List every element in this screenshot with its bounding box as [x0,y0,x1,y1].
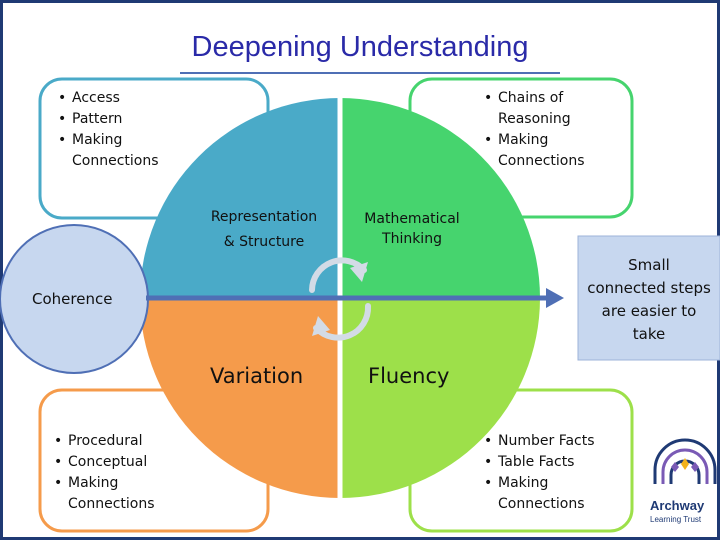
label-fluency: Fluency [368,364,450,388]
bullets-top-left: Access Pattern Making Connections [56,88,182,172]
quadrant-bottom-left [140,298,340,498]
bullet-item: Table Facts [482,452,608,473]
bullet-item: Pattern [56,109,182,130]
title-underline [180,72,560,74]
bullet-item: Making Connections [482,130,603,172]
label-line: Thinking [382,231,442,247]
steps-line: are easier to [601,302,697,320]
bullets-top-right: Chains of Reasoning Making Connections [482,88,603,172]
bullet-item: Making Connections [482,473,608,515]
quadrant-top-right [340,98,540,298]
label-mathematical-thinking: Mathematical Thinking [350,209,474,249]
bullet-item: Procedural [52,431,178,452]
label-line: Mathematical [364,211,460,227]
bullet-item: Making Connections [56,130,182,172]
label-variation: Variation [210,364,304,388]
page-title: Deepening Understanding [191,31,529,63]
steps-box [577,235,720,361]
quadrant-bottom-right [340,298,540,498]
coherence-label: Coherence [32,290,113,308]
steps-line: take [632,325,666,343]
coherence-arrow-head [546,288,564,308]
bullets-bottom-right: Number Facts Table Facts Making Connecti… [482,431,608,515]
label-line: & Structure [223,234,305,250]
quadrant-top-left [140,98,340,298]
bullet-item: Making Connections [52,473,178,515]
label-line: Representation [210,209,318,225]
logo-subtitle: Learning Trust [650,515,702,524]
cycle-arrows-icon [309,257,372,341]
steps-line: connected steps [587,279,711,297]
bullets-bottom-left: Procedural Conceptual Making Connections [52,431,178,515]
logo-name: Archway [650,498,705,513]
archway-logo-icon [653,438,717,484]
bullet-item: Conceptual [52,452,178,473]
bullet-item: Chains of Reasoning [482,88,603,130]
bullet-item: Access [56,88,182,109]
bullet-item: Number Facts [482,431,608,452]
label-representation: Representation & Structure [198,206,330,253]
steps-text: Small connected steps are easier to take [578,254,720,346]
steps-line: Small [628,256,670,274]
